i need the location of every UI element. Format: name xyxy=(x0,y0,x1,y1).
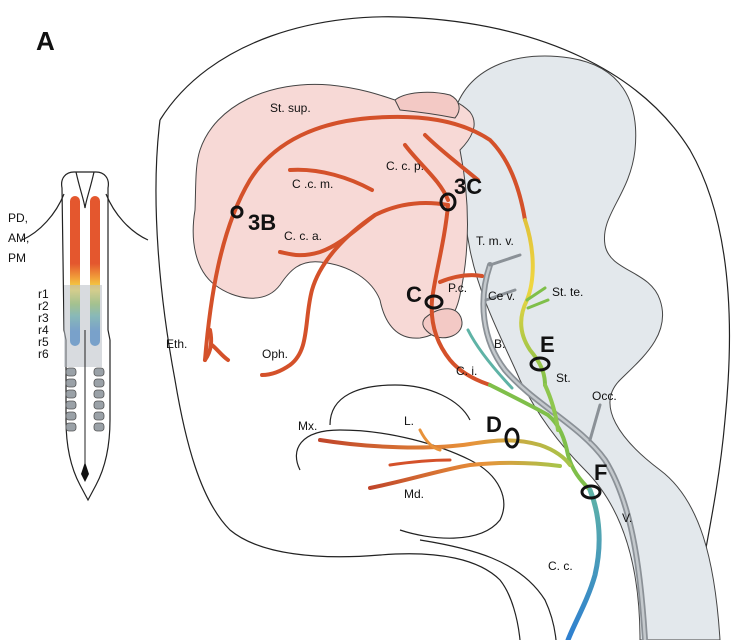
label-c-i: C. i. xyxy=(456,364,477,378)
label-oph: Oph. xyxy=(262,347,288,361)
forebrain-label-pm: PM xyxy=(8,251,26,265)
marker-label-f: F xyxy=(594,460,607,485)
tail-tip xyxy=(81,462,89,482)
maxillary-outline xyxy=(330,385,470,425)
label-c-c-m: C .c. m. xyxy=(292,177,333,191)
label-t-m-v: T. m. v. xyxy=(476,234,514,248)
rhombomere-region-box xyxy=(64,285,102,367)
label-st-te: St. te. xyxy=(552,285,583,299)
label-st: St. xyxy=(556,371,571,385)
neural-tube-schematic: PD, AM, PM r1 r2 r3 r4 r5 r6 xyxy=(8,172,148,500)
label-ce-v: Ce v. xyxy=(488,289,515,303)
label-st-sup: St. sup. xyxy=(270,101,311,115)
rhombomere-label-r6: r6 xyxy=(38,347,49,361)
marker-ring-d xyxy=(506,429,518,447)
panel-letter: A xyxy=(36,26,55,56)
label-v: V. xyxy=(622,511,632,525)
label-c-c-p: C. c. p. xyxy=(386,159,424,173)
label-p-c: P.c. xyxy=(448,281,467,295)
label-md: Md. xyxy=(404,487,424,501)
artery-md-branch xyxy=(390,460,450,465)
marker-label-3c: 3C xyxy=(454,174,482,199)
forebrain-label-am: AM, xyxy=(8,231,29,245)
label-eth: Eth. xyxy=(166,337,187,351)
marker-label-d: D xyxy=(486,412,502,437)
embryo-head: 3B 3C C E D F St. sup. C .c. m. C. c. p.… xyxy=(156,17,729,640)
label-occ: Occ. xyxy=(592,389,617,403)
label-b: B. xyxy=(494,337,505,351)
forebrain-label-pd: PD, xyxy=(8,211,28,225)
marker-label-e: E xyxy=(540,332,555,357)
marker-label-c: C xyxy=(406,282,422,307)
artery-md xyxy=(370,463,560,488)
forebrain-flap-right xyxy=(106,194,148,240)
label-l: L. xyxy=(404,414,414,428)
label-c-c: C. c. xyxy=(548,559,573,573)
label-c-c-a: C. c. a. xyxy=(284,229,322,243)
label-mx: Mx. xyxy=(298,419,317,433)
marker-label-3b: 3B xyxy=(248,210,276,235)
